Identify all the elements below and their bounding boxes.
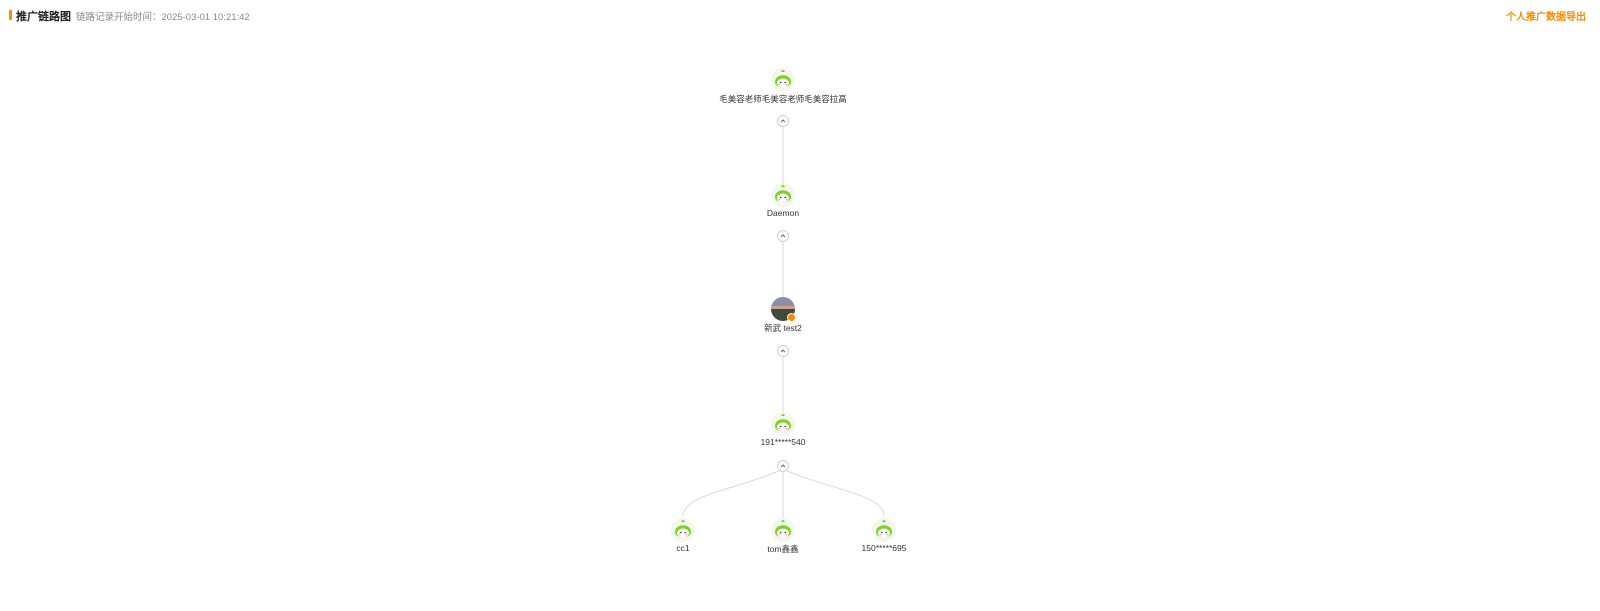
node-name: cc1 (676, 543, 690, 553)
node-name: 新武 test2 (764, 323, 802, 333)
green-mascot-avatar (671, 518, 695, 542)
verified-badge-icon (787, 313, 796, 322)
tree-node[interactable]: tom鑫鑫 (683, 518, 883, 555)
tree-node[interactable]: 毛美容老师毛美容老师毛美容拉高 (683, 68, 883, 105)
tree-node[interactable]: cc1 (583, 518, 783, 553)
collapse-toggle[interactable] (777, 115, 789, 127)
collapse-toggle[interactable] (777, 460, 789, 472)
collapse-toggle[interactable] (777, 230, 789, 242)
title-accent-bar (9, 10, 12, 20)
chevron-up-icon (780, 464, 786, 468)
node-name: tom鑫鑫 (767, 544, 799, 554)
chevron-up-icon (780, 349, 786, 353)
chevron-up-icon (780, 234, 786, 238)
landscape-photo-avatar (771, 297, 796, 322)
page-header: 推广链路图 链路记录开始时间：2025-03-01 10:21:42 个人推广数… (0, 0, 1600, 30)
chevron-up-icon (780, 119, 786, 123)
green-mascot-avatar (771, 518, 795, 542)
tree-link (682, 468, 784, 517)
tree-node[interactable]: 新武 test2 (683, 297, 883, 334)
green-mascot-avatar (771, 183, 795, 207)
tree-node[interactable]: Daemon (683, 183, 883, 218)
page-title: 推广链路图 (16, 11, 71, 23)
record-start-time: 链路记录开始时间：2025-03-01 10:21:42 (76, 12, 250, 23)
tree-node[interactable]: 191*****540 (683, 412, 883, 447)
tree-link (782, 468, 885, 517)
green-mascot-avatar (771, 68, 795, 92)
node-name: 毛美容老师毛美容老师毛美容拉高 (719, 94, 847, 104)
green-mascot-avatar (771, 412, 795, 436)
green-mascot-avatar (872, 518, 896, 542)
tree-node[interactable]: 150*****695 (784, 518, 984, 553)
node-name: Daemon (766, 208, 800, 218)
node-name: 150*****695 (861, 543, 907, 553)
node-name: 191*****540 (760, 437, 806, 447)
export-personal-data-link[interactable]: 个人推广数据导出 (1506, 12, 1586, 23)
collapse-toggle[interactable] (777, 345, 789, 357)
